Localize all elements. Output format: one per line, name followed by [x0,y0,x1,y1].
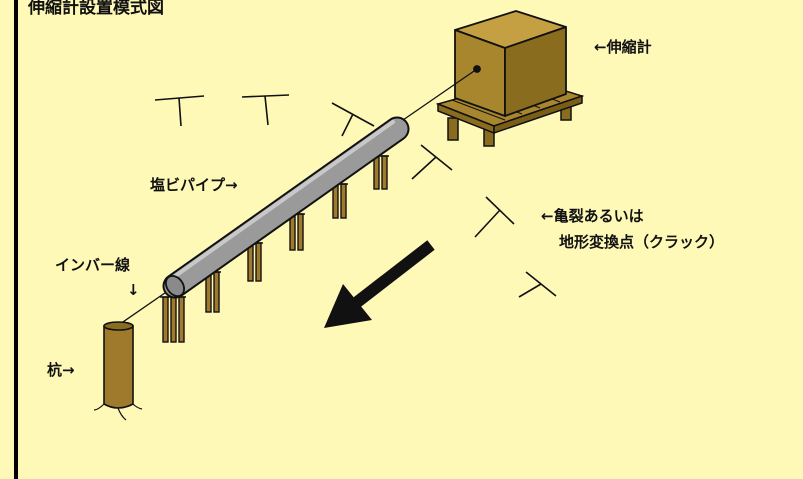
stake-label: 杭→ [47,361,75,379]
crack-label-line2: 地形変換点（クラック） [559,233,724,251]
crack-mark [154,95,205,127]
crack-mark [331,102,375,137]
crack-label-line1: ←亀裂あるいは [541,207,644,225]
stake [93,321,143,421]
crack-mark [411,144,453,180]
crack-marks [154,94,557,298]
invar-wire-label: インバー線 [55,256,130,274]
pvc-pipe [162,116,410,299]
pvc-pipe-label: 塩ビパイプ→ [150,176,238,194]
crack-mark [518,271,557,298]
frame-border [14,0,18,479]
invar-wire-arrow: ↓ [127,281,140,299]
extensometer-label: ←伸縮計 [594,38,652,56]
support-post [160,296,186,343]
support-post [371,155,389,190]
crack-mark [474,196,515,238]
extensometer-box [454,10,567,117]
crack-mark [241,94,290,126]
movement-arrow [324,240,435,328]
diagram-title: 伸縮計設置模式図 [27,0,164,18]
